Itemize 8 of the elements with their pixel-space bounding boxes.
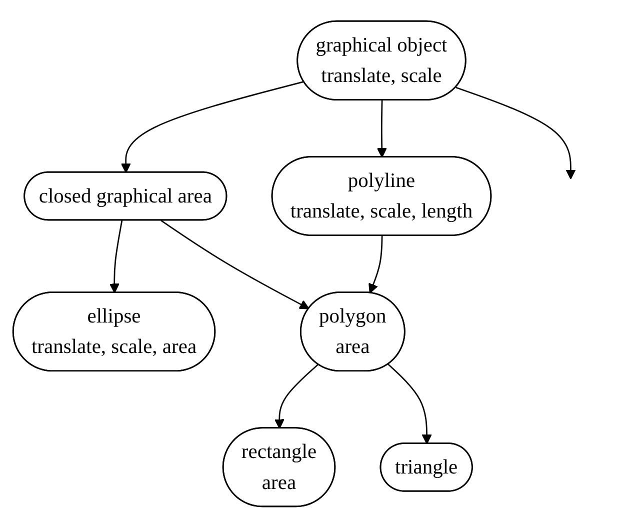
arrow [274, 364, 319, 430]
arrow [120, 81, 304, 174]
arrow [456, 87, 576, 180]
arrow [368, 236, 383, 294]
arrow [160, 220, 310, 310]
arrow [388, 364, 432, 444]
arrow [376, 100, 387, 158]
arrow [109, 220, 123, 294]
